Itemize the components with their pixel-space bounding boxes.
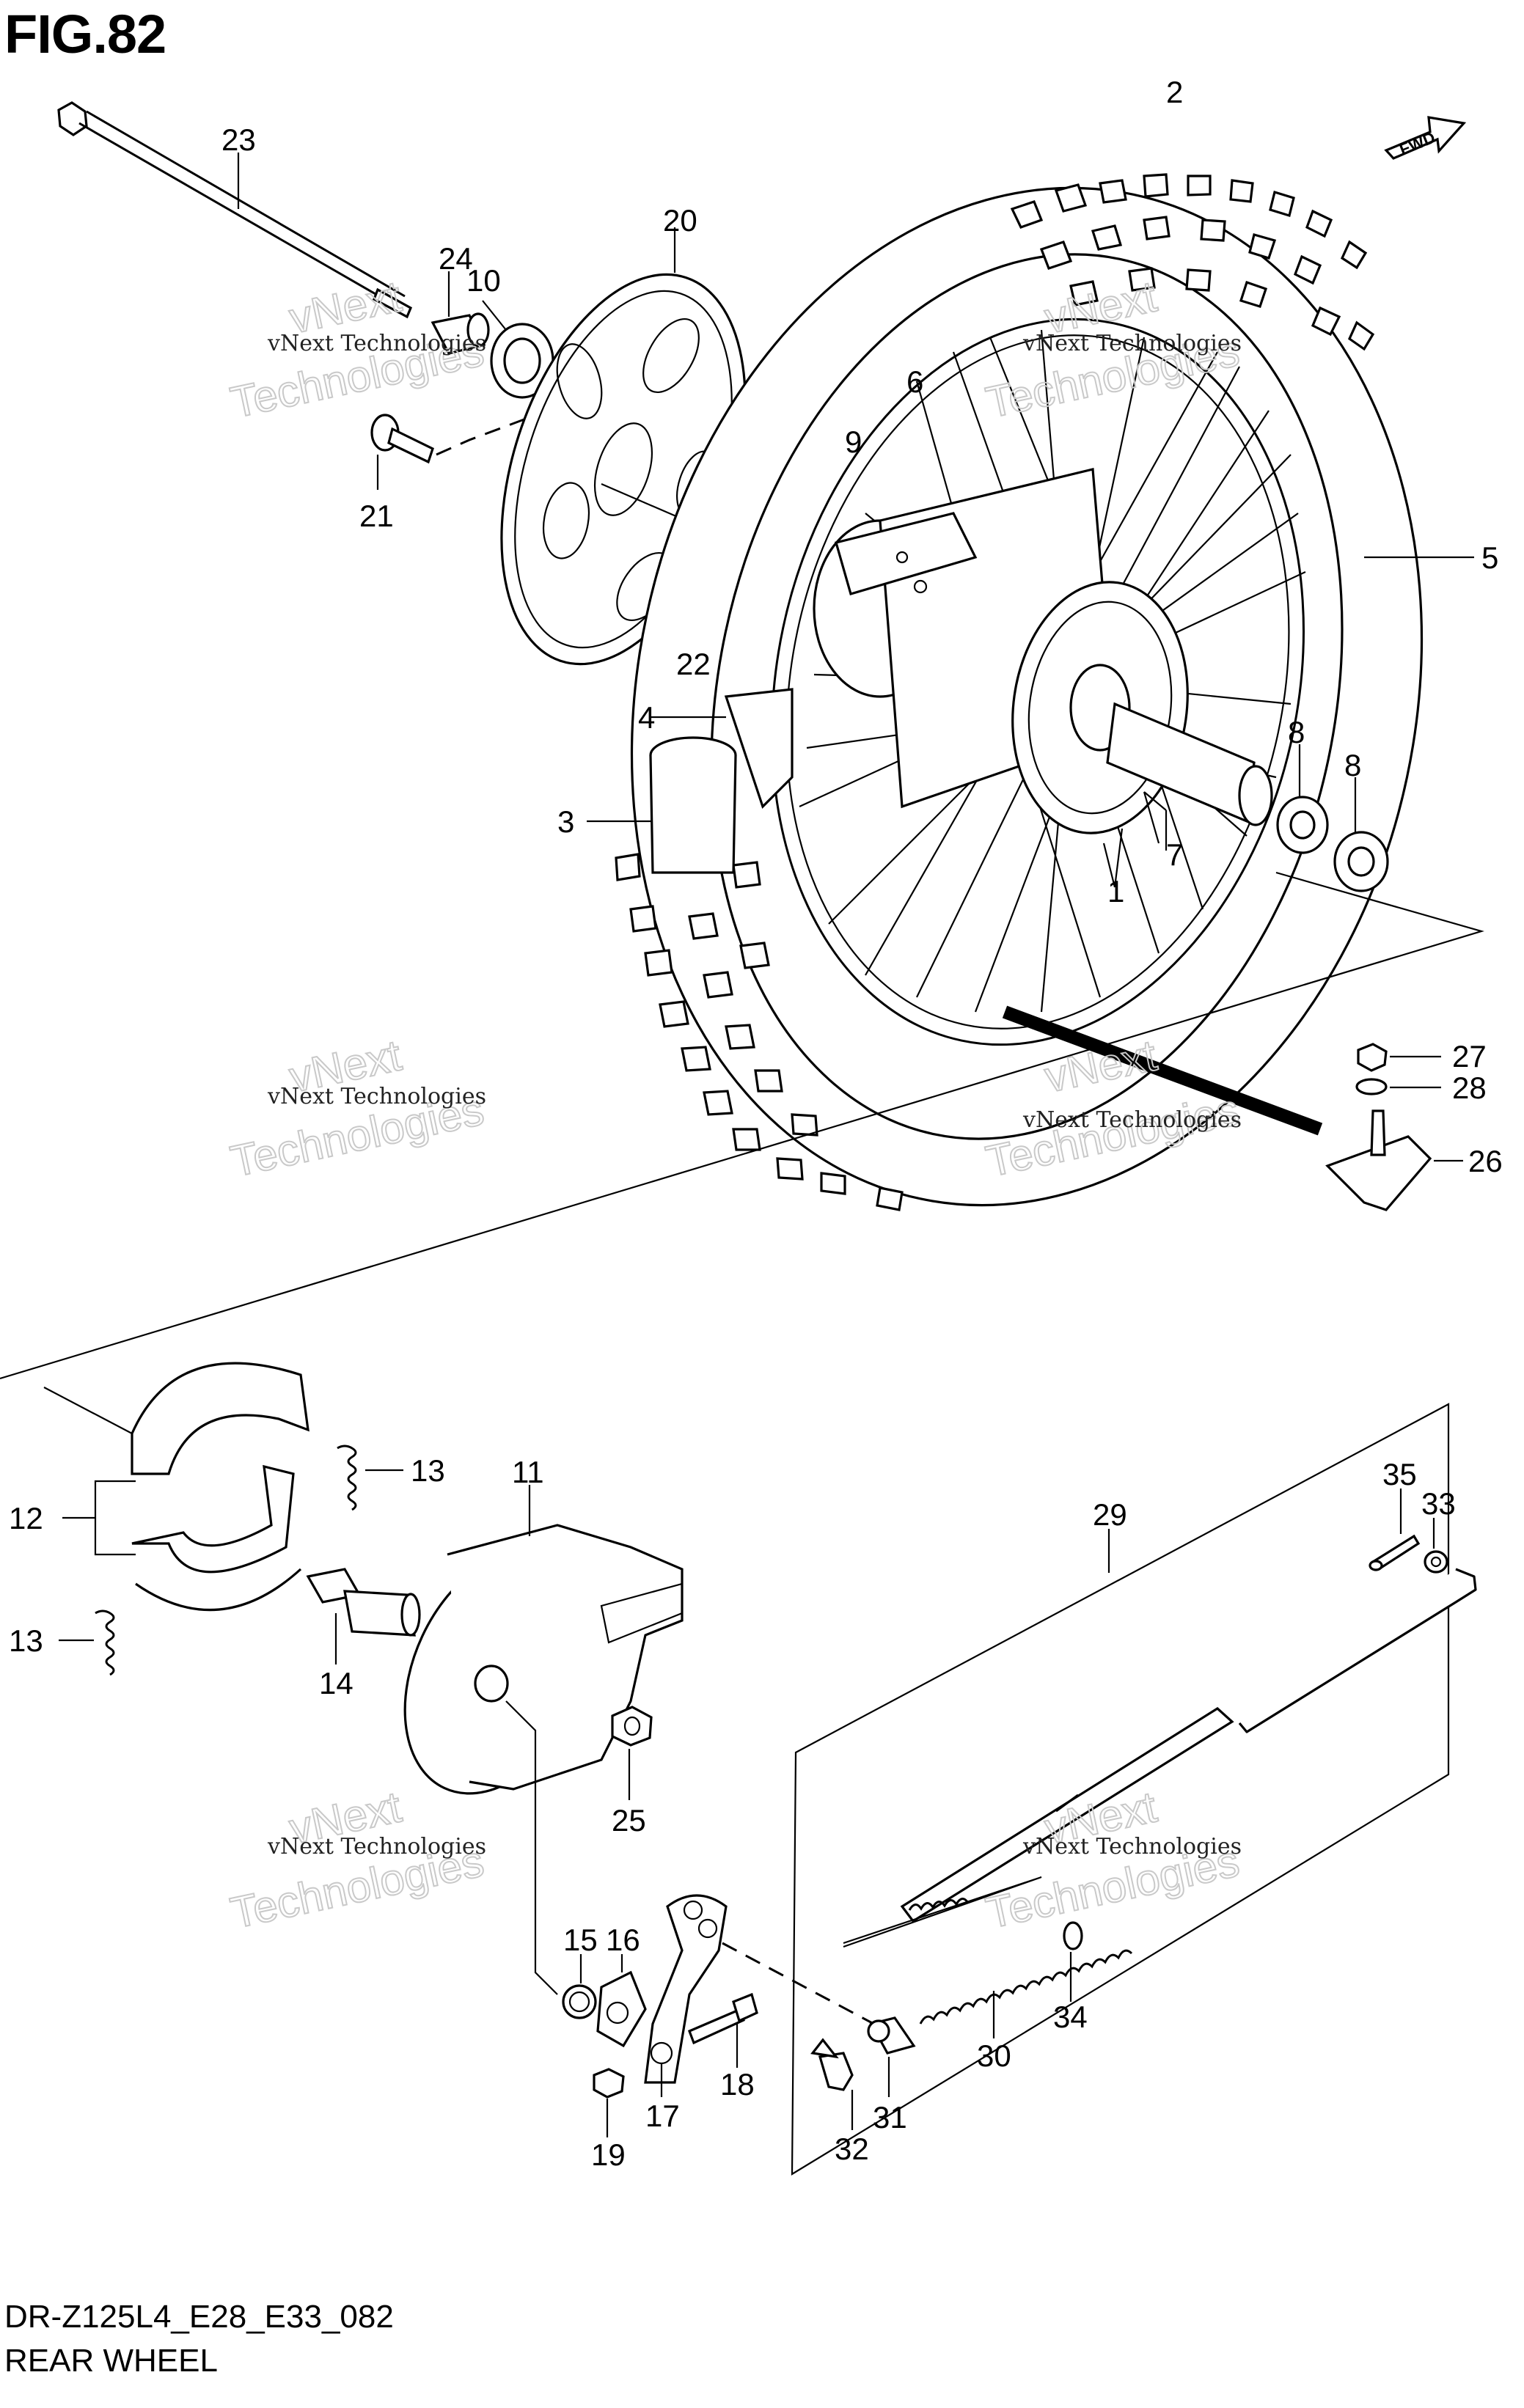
- callout-30: 30: [977, 2038, 1011, 2073]
- callout-16: 16: [606, 1923, 640, 1957]
- svg-text:vNext Technologies: vNext Technologies: [267, 331, 486, 356]
- callout-22: 22: [676, 647, 711, 681]
- assembly-line-lower: [43, 1387, 133, 1434]
- callout-15: 15: [563, 1923, 598, 1957]
- brake-rod-part: [900, 1568, 1477, 1923]
- lever-nut-part: [593, 2068, 625, 2099]
- callout-labels: 2 23 20 24 10 6 9 21 5 22 4 8 8 3 7 1 27…: [9, 75, 1503, 2172]
- oil-seal-part: [490, 323, 554, 399]
- svg-text:vNext Technologies: vNext Technologies: [1022, 1834, 1242, 1860]
- rod-kit-box: [791, 1403, 1450, 2176]
- axle-part: [57, 101, 413, 319]
- shoe-spring-lower-part: [95, 1609, 115, 1676]
- watermark-bottom-left: vNext Technologies vNext Technologies: [226, 1781, 489, 1938]
- callout-20: 20: [663, 203, 697, 238]
- sprocket-bolt-part: [370, 414, 434, 464]
- callout-8a: 8: [1288, 715, 1305, 749]
- callout-13b: 13: [9, 1623, 43, 1658]
- callout-28: 28: [1452, 1071, 1487, 1105]
- callout-5: 5: [1481, 540, 1498, 575]
- svg-text:vNext Technologies: vNext Technologies: [267, 1834, 486, 1860]
- dash-21: [436, 416, 529, 456]
- callout-11: 11: [512, 1455, 544, 1489]
- callout-9: 9: [845, 425, 862, 459]
- figure-title: FIG.82: [4, 4, 166, 65]
- brake-cam-part: [306, 1568, 421, 1637]
- leader-12: [62, 1480, 136, 1556]
- wear-indicator-part: [596, 1970, 647, 2048]
- callout-17: 17: [645, 2099, 680, 2133]
- valve-stem-line: [1002, 1005, 1323, 1136]
- leader-10: [482, 300, 507, 331]
- callout-33: 33: [1421, 1486, 1456, 1521]
- fwd-arrow-icon: FWD: [1384, 116, 1467, 160]
- panel-nut-part: [611, 1706, 653, 1747]
- callout-21: 21: [359, 499, 394, 533]
- callout-27: 27: [1452, 1039, 1487, 1073]
- fwd-label: FWD: [1397, 128, 1438, 159]
- callout-6: 6: [906, 364, 923, 399]
- rim-part: [771, 317, 1305, 1046]
- lever-bolt-part: [687, 1992, 758, 2045]
- leader-7: [1143, 791, 1168, 851]
- callout-35: 35: [1382, 1457, 1417, 1491]
- shoe-spring-upper-part: [337, 1445, 357, 1511]
- callout-3: 3: [557, 804, 574, 839]
- callout-23: 23: [221, 122, 256, 157]
- hub-bearing-right-inner-part: [1276, 796, 1329, 854]
- callout-8b: 8: [1344, 748, 1361, 782]
- valve-washer-part: [1355, 1078, 1388, 1095]
- assembly-line-upper: [0, 871, 1484, 1380]
- brake-shoe-lower-part: [131, 1464, 302, 1612]
- callout-18: 18: [720, 2067, 755, 2102]
- tire-valve-part: [1325, 1109, 1432, 1211]
- callout-31: 31: [873, 2100, 907, 2134]
- svg-text:vNext Technologies: vNext Technologies: [267, 1084, 486, 1109]
- hub-bearing-right-outer-part: [1333, 831, 1389, 892]
- tube-protector-part: [724, 688, 794, 809]
- rod-joint-part: [867, 2016, 916, 2055]
- svg-text:vNext Technologies: vNext Technologies: [1022, 1107, 1242, 1133]
- watermark-top-left: vNext Technologies vNext Technologies: [226, 271, 489, 427]
- model-code: DR-Z125L4_E28_E33_082: [4, 2299, 394, 2335]
- wing-nut-part: [810, 2038, 854, 2091]
- callout-14: 14: [319, 1666, 353, 1700]
- spring-washer-part: [1063, 1921, 1083, 1950]
- watermark-middle-left: vNext Technologies vNext Technologies: [226, 1029, 489, 1186]
- rim-band-part: [649, 736, 737, 874]
- hub-part: [813, 468, 1273, 834]
- callout-25: 25: [612, 1803, 646, 1838]
- callout-32: 32: [835, 2132, 869, 2166]
- leader-1: [1102, 828, 1124, 888]
- callout-4: 4: [638, 700, 655, 735]
- dash-lever-rod: [722, 1942, 888, 2033]
- callout-12: 12: [9, 1501, 43, 1535]
- callout-2: 2: [1166, 75, 1183, 109]
- cam-shaft-line: [505, 1700, 558, 1995]
- cotter-pin-part: [1369, 1534, 1421, 1571]
- callout-19: 19: [591, 2137, 626, 2172]
- svg-text:vNext Technologies: vNext Technologies: [1022, 331, 1242, 356]
- valve-cap-part: [1357, 1043, 1388, 1072]
- callout-34: 34: [1053, 2000, 1088, 2034]
- collar-part: [431, 312, 490, 355]
- brake-cam-lever-part: [644, 1894, 728, 2084]
- callout-10: 10: [466, 263, 501, 298]
- callout-26: 26: [1468, 1144, 1503, 1178]
- callout-7: 7: [1166, 837, 1183, 872]
- watermark-bottom-right: vNext Technologies vNext Technologies: [981, 1781, 1245, 1938]
- rod-arrow: [843, 1876, 1042, 1948]
- brake-shoe-upper-part: [131, 1362, 309, 1475]
- brake-panel-part: [403, 1524, 684, 1795]
- brake-rod-spring-part: [919, 1949, 1133, 2025]
- callout-24: 24: [439, 241, 473, 276]
- figure-name: REAR WHEEL: [4, 2343, 218, 2379]
- callout-13a: 13: [411, 1453, 445, 1488]
- o-ring-part: [562, 1984, 597, 2019]
- callout-29: 29: [1093, 1497, 1127, 1532]
- rod-washer-part: [1424, 1550, 1448, 1574]
- callout-1: 1: [1107, 874, 1124, 908]
